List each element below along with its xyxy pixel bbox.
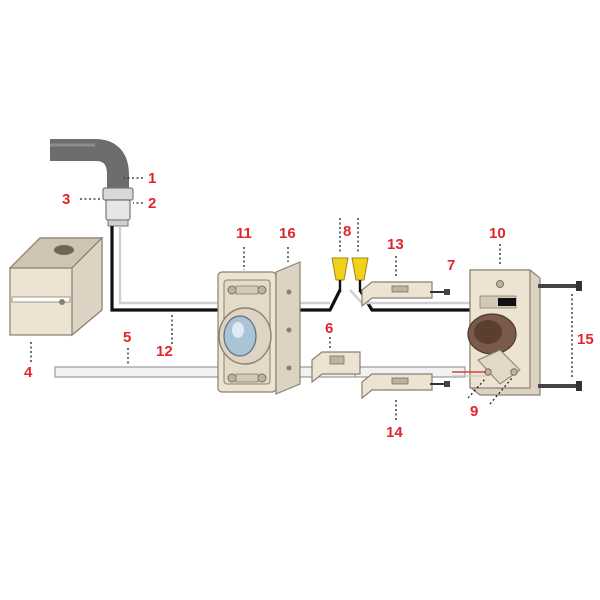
upper-strap [361, 281, 450, 308]
leader-lines [30, 177, 573, 420]
callout-9: 9 [470, 403, 478, 420]
weatherproof-cover [8, 236, 104, 337]
callout-14: 14 [386, 424, 403, 441]
flexible-conduit [50, 139, 129, 190]
wall-plate [452, 269, 541, 396]
callout-8: 8 [343, 223, 351, 240]
callout-6: 6 [325, 320, 333, 337]
callout-2: 2 [148, 195, 156, 212]
long-screws [538, 281, 582, 391]
callout-4: 4 [24, 364, 33, 381]
callout-7: 7 [447, 257, 455, 274]
side-plate [275, 261, 301, 395]
cable-clamp [311, 351, 361, 384]
callout-13: 13 [387, 236, 404, 253]
callout-12: 12 [156, 343, 173, 360]
lens-tube [218, 307, 272, 365]
callout-5: 5 [123, 329, 131, 346]
lower-strap [361, 373, 450, 400]
wire-nuts [331, 257, 369, 292]
callout-11: 11 [236, 225, 252, 242]
conduit-connector [102, 187, 134, 227]
callout-16: 16 [279, 225, 296, 242]
callout-1: 1 [148, 170, 156, 187]
callout-3: 3 [62, 191, 70, 208]
callout-10: 10 [489, 225, 506, 242]
callout-labels: 1 2 3 4 5 6 7 8 9 10 11 12 13 14 15 16 [24, 170, 594, 441]
callout-15: 15 [577, 331, 594, 348]
